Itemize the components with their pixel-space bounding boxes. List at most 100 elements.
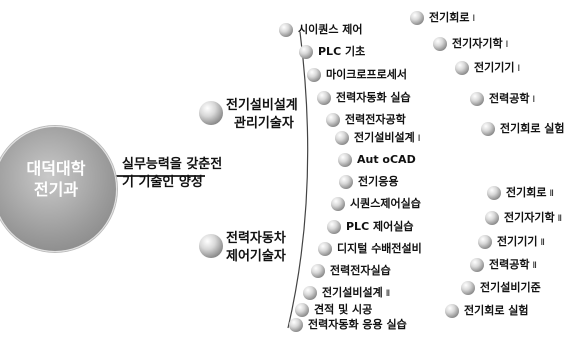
arc-course-1-text: 시이퀀스 제어 bbox=[298, 23, 363, 36]
track-2-line-2: 제어기술자 bbox=[226, 249, 286, 264]
arc-course-11-bullet bbox=[318, 242, 332, 256]
arc-course-10-text: PLC 제어실습 bbox=[346, 220, 414, 233]
right-bottom-course-5-label: 전기설비기준 bbox=[480, 281, 544, 296]
arc-course-4-label: 전력자동화 실습 bbox=[336, 91, 414, 106]
track-1-line-1: 전기설비설계 bbox=[226, 98, 298, 113]
center-line-2: 전기과 bbox=[33, 180, 79, 199]
goal-line-2: 기 기술인 양성 bbox=[122, 175, 203, 190]
arc-course-2-label: PLC 기초 bbox=[318, 45, 368, 60]
right-top-course-1-bullet bbox=[410, 11, 424, 25]
arc-course-2-bullet bbox=[299, 45, 313, 59]
arc-course-14-bullet bbox=[295, 303, 309, 317]
arc-course-6-suffix: Ⅰ bbox=[417, 134, 421, 144]
goal-text: 실무능력을 갖춘전 기 기술인 양성 bbox=[122, 156, 222, 192]
right-top-course-1-text: 전기회로 bbox=[429, 11, 470, 24]
right-top-course-3-suffix: Ⅰ bbox=[517, 64, 521, 74]
track-1-label: 전기설비설계 관리기술자 bbox=[226, 97, 298, 133]
right-top-course-3-text: 전기기기 bbox=[474, 61, 515, 74]
arc-course-15-bullet bbox=[289, 318, 303, 332]
arc-course-12-bullet bbox=[311, 264, 325, 278]
right-bottom-course-6-label: 전기회로 실험 bbox=[464, 304, 532, 319]
arc-course-3-text: 마이크로프로세서 bbox=[326, 68, 407, 81]
arc-course-8-label: 전기응용 bbox=[358, 175, 401, 190]
right-bottom-course-5-bullet bbox=[461, 281, 475, 295]
arc-course-3-label: 마이크로프로세서 bbox=[326, 68, 410, 83]
center-hub-label: 대덕대학 전기과 bbox=[11, 158, 101, 200]
arc-course-4-text: 전력자동화 실습 bbox=[336, 91, 411, 104]
right-bottom-course-6-bullet bbox=[445, 304, 459, 318]
right-top-course-4-suffix: Ⅰ bbox=[532, 95, 536, 105]
right-bottom-course-6-text: 전기회로 실험 bbox=[464, 304, 529, 317]
arc-course-8-text: 전기응용 bbox=[358, 175, 399, 188]
right-bottom-course-5-text: 전기설비기준 bbox=[480, 281, 541, 294]
arc-course-13-bullet bbox=[303, 286, 317, 300]
right-bottom-course-1-bullet bbox=[487, 186, 501, 200]
right-top-course-2-bullet bbox=[433, 37, 447, 51]
arc-course-7-label: Aut oCAD bbox=[357, 153, 419, 168]
track-2-line-1: 전력자동차 bbox=[226, 231, 286, 246]
right-bottom-course-1-text: 전기회로 bbox=[506, 186, 547, 199]
arc-course-9-label: 시퀀스제어실습 bbox=[350, 197, 424, 212]
right-bottom-course-4-text: 전력공학 bbox=[489, 258, 530, 271]
right-bottom-course-2-suffix: Ⅱ bbox=[557, 214, 563, 224]
goal-line-1: 실무능력을 갖춘전 bbox=[122, 157, 223, 172]
arc-course-1-bullet bbox=[279, 23, 293, 37]
right-top-course-5-bullet bbox=[481, 122, 495, 136]
arc-course-15-label: 전력자동화 응용 실습 bbox=[308, 318, 410, 333]
right-bottom-course-2-bullet bbox=[485, 211, 499, 225]
track-1-bullet bbox=[199, 101, 223, 125]
arc-course-10-bullet bbox=[327, 220, 341, 234]
right-bottom-course-3-text: 전기기기 bbox=[497, 235, 538, 248]
arc-course-6-text: 전기설비설계 bbox=[354, 131, 415, 144]
right-top-course-5-text: 전기회로 실험 bbox=[500, 122, 565, 135]
right-bottom-course-2-text: 전기자기학 bbox=[504, 211, 555, 224]
arc-course-12-label: 전력전자실습 bbox=[330, 264, 394, 279]
center-hub-circle bbox=[0, 126, 117, 252]
arc-course-2-text: PLC 기초 bbox=[318, 45, 366, 58]
track-1-line-2: 관리기술자 bbox=[234, 116, 294, 131]
arc-course-14-label: 견적 및 시공 bbox=[314, 303, 375, 318]
arc-course-13-text: 전기설비설계 bbox=[322, 286, 383, 299]
right-top-course-4-text: 전력공학 bbox=[489, 92, 530, 105]
right-top-course-5-label: 전기회로 실험 bbox=[500, 122, 568, 137]
arc-course-10-label: PLC 제어실습 bbox=[346, 220, 416, 235]
arc-course-6-bullet bbox=[335, 131, 349, 145]
arc-course-5-text: 전력전자공학 bbox=[345, 113, 406, 126]
track-2-label: 전력자동차 제어기술자 bbox=[226, 230, 286, 266]
right-top-course-3-bullet bbox=[455, 61, 469, 75]
right-bottom-course-3-suffix: Ⅱ bbox=[540, 238, 545, 248]
right-bottom-course-1-suffix: Ⅱ bbox=[549, 189, 554, 199]
right-top-course-1-suffix: Ⅰ bbox=[472, 14, 476, 24]
right-top-course-2-text: 전기자기학 bbox=[452, 37, 503, 50]
right-bottom-course-3-bullet bbox=[478, 235, 492, 249]
arc-course-11-label: 디지털 수배전설비 bbox=[337, 242, 425, 257]
arc-course-13-suffix: Ⅱ bbox=[385, 289, 391, 299]
arc-course-15-text: 전력자동화 응용 실습 bbox=[308, 318, 407, 331]
arc-course-11-text: 디지털 수배전설비 bbox=[337, 242, 422, 255]
arc-course-9-text: 시퀀스제어실습 bbox=[350, 197, 421, 210]
arc-course-5-label: 전력전자공학 bbox=[345, 113, 409, 128]
arc-course-5-bullet bbox=[326, 113, 340, 127]
track-2-bullet bbox=[199, 234, 223, 258]
arc-course-1-label: 시이퀀스 제어 bbox=[298, 23, 366, 38]
right-bottom-course-4-suffix: Ⅱ bbox=[532, 261, 537, 271]
arc-course-7-text: Aut oCAD bbox=[357, 153, 416, 166]
arc-course-3-bullet bbox=[307, 68, 321, 82]
right-top-course-4-bullet bbox=[470, 92, 484, 106]
arc-course-12-text: 전력전자실습 bbox=[330, 264, 391, 277]
right-bottom-course-4-bullet bbox=[470, 258, 484, 272]
arc-course-7-bullet bbox=[338, 153, 352, 167]
arc-course-8-bullet bbox=[339, 175, 353, 189]
arc-course-14-text: 견적 및 시공 bbox=[314, 303, 373, 316]
center-line-1: 대덕대학 bbox=[26, 159, 86, 178]
